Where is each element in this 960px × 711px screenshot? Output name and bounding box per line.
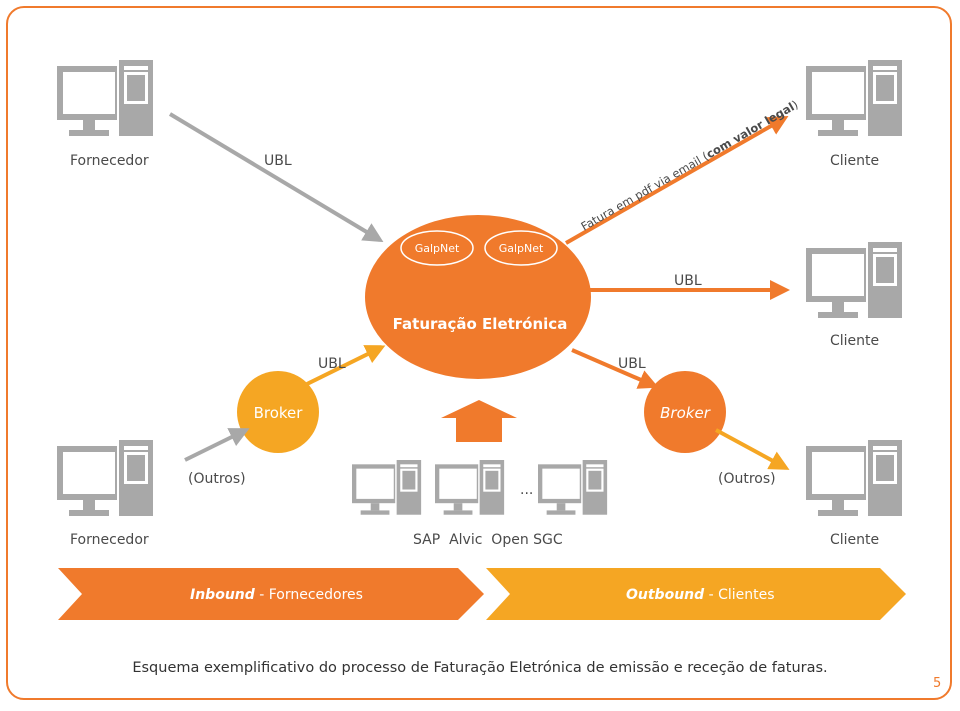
galpnet-label-2: GalpNet [499,242,544,255]
computer-icon-cliente-top [806,60,902,136]
broker-left-label: Broker [254,404,304,422]
arrow-broker-to-hub [306,345,386,386]
broker-right [644,371,726,453]
page-number: 5 [933,676,942,691]
computer-icon-opensgc [538,460,608,515]
erp-ellipsis: ... [520,482,533,498]
cliente-bottom-label: Cliente [830,532,879,548]
galpnet-bubble-1 [400,230,474,266]
outbound-label: Outbound - Clientes [626,587,775,603]
arrow-hub-to-cliente-top [565,116,789,245]
outros-right-label: (Outros) [718,471,776,487]
fatura-pdf-label: Fatura em pdf via email (com valor legal… [579,97,801,233]
arrow-hub-to-broker [571,348,659,389]
computer-icon-cliente-mid [806,242,902,318]
fornecedor-top-label: Fornecedor [70,153,149,169]
arrow-fornecedor-to-broker [184,428,250,462]
figure-caption: Esquema exemplificativo do processo de F… [132,660,828,676]
ubl-broker-left-label: UBL [318,356,346,372]
hub-title: Faturação Eletrónica [393,315,568,333]
arrow-broker-to-cliente [715,428,790,470]
page-frame [6,6,952,700]
broker-left [237,371,319,453]
fornecedor-bottom-label: Fornecedor [70,532,149,548]
outbound-band [486,568,906,620]
cliente-top-label: Cliente [830,153,879,169]
cliente-mid-label: Cliente [830,333,879,349]
arrow-fornecedor-to-hub [168,112,384,243]
computer-icon-sap [352,460,422,515]
computer-icon-fornecedor-bottom [57,440,153,516]
erp-up-arrow [441,400,517,442]
galpnet-label-1: GalpNet [415,242,460,255]
computer-icon-alvic [435,460,505,515]
faturacao-hub [365,215,591,379]
erp-systems-label: SAP Alvic Open SGC [413,532,563,548]
broker-right-label: Broker [660,404,711,422]
computer-icon-fornecedor-top [57,60,153,136]
inbound-band [58,568,484,620]
ubl-right-mid-label: UBL [674,273,702,289]
galpnet-bubble-2 [484,230,558,266]
outros-left-label: (Outros) [188,471,246,487]
ubl-broker-right-label: UBL [618,356,646,372]
computer-icon-cliente-bottom [806,440,902,516]
ubl-top-left-label: UBL [264,153,292,169]
inbound-label: Inbound - Fornecedores [190,587,363,603]
